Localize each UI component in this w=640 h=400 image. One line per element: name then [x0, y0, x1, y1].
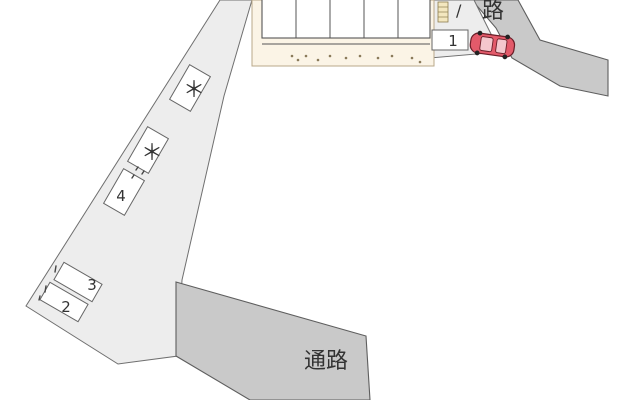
space-divider-marks — [131, 166, 145, 179]
road-label-main: 通路 — [304, 349, 348, 374]
parking-space-star-a-label: ＊ — [183, 78, 205, 103]
parking-space-1-label: 1 — [448, 32, 458, 50]
parking-space-3 — [53, 261, 103, 303]
building — [261, 0, 431, 39]
road-label-top: 路 — [482, 0, 504, 24]
car-icon — [469, 30, 516, 60]
space-divider-marks — [38, 265, 57, 301]
stair-element — [437, 1, 449, 23]
parking-space-3-label: 3 — [87, 276, 97, 294]
road-label-top-mark: / — [456, 1, 462, 20]
planting-dots — [290, 54, 422, 64]
parking-space-star-a — [168, 63, 212, 113]
parking-space-star-b-label: ＊ — [141, 141, 163, 166]
access-road-bottom — [175, 281, 371, 400]
parking-space-1 — [431, 29, 469, 51]
parking-space-4-label: 4 — [116, 187, 126, 205]
parking-space-2-label: 2 — [61, 298, 71, 316]
